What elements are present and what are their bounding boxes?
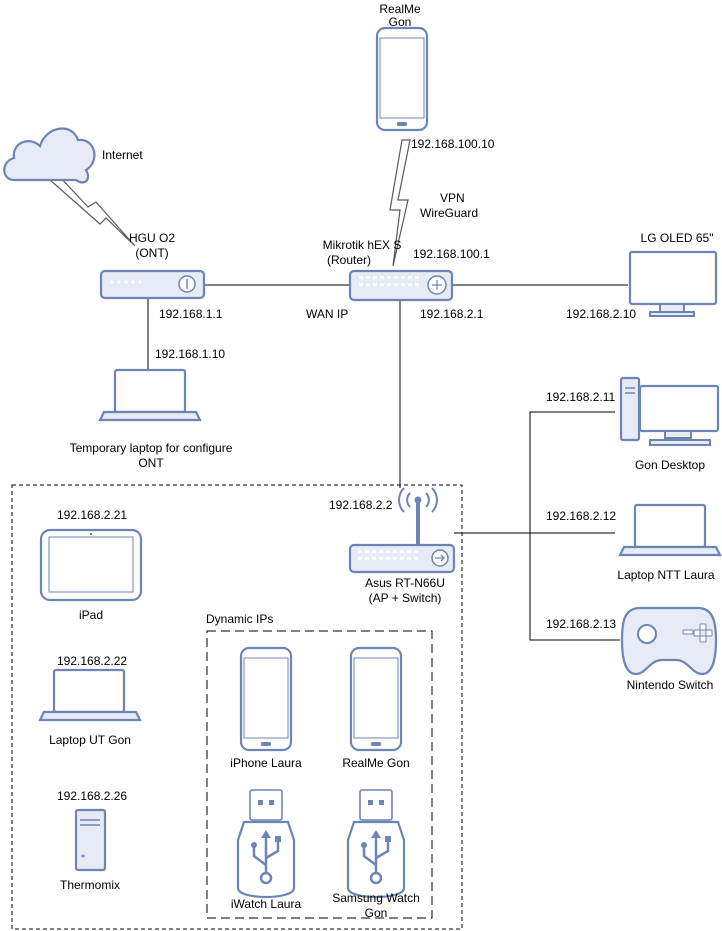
laptop-ntt-label: Laptop NTT Laura [617, 568, 714, 582]
mikrotik-name: Mikrotik hEX S [323, 238, 402, 252]
asus-name: Asus RT-N66U [365, 576, 445, 590]
laptop-icon [98, 368, 202, 422]
usb-device-icon [346, 789, 406, 898]
realme-top-owner: Gon [389, 15, 412, 29]
gon-desktop-ip: 192.168.2.11 [546, 390, 616, 404]
desktop-computer-icon [619, 376, 720, 446]
cloud-icon [3, 127, 96, 184]
tv-monitor-icon [628, 250, 718, 317]
temp-laptop-name-2: ONT [138, 456, 164, 470]
temp-laptop-ip: 192.168.1.10 [155, 347, 225, 361]
iphone-laura-label: iPhone Laura [230, 756, 302, 770]
samsung-watch-owner: Gon [365, 906, 388, 920]
gon-desktop-label: Gon Desktop [635, 458, 705, 472]
vpn-label: VPN [440, 191, 465, 205]
nintendo-label: Nintendo Switch [627, 678, 714, 692]
router-lan-ip: 192.168.2.1 [420, 307, 484, 321]
tablet-icon [39, 528, 143, 602]
realme-gon-label: RealMe Gon [342, 756, 409, 770]
router-vpn-ip: 192.168.100.1 [413, 247, 490, 261]
lan-group-box [11, 484, 463, 930]
vpn-lightning-icon [389, 139, 411, 267]
wan-lightning-icon [48, 174, 136, 247]
router-device-icon [348, 269, 454, 302]
iwatch-laura-label: iWatch Laura [231, 897, 302, 911]
laptop-ntt-ip: 192.168.2.12 [546, 509, 616, 523]
laptop-icon [618, 503, 722, 557]
ont-device-icon [99, 269, 206, 300]
ipad-ip: 192.168.2.21 [57, 508, 127, 522]
hgu-ip: 192.168.1.1 [159, 307, 223, 321]
asus-role: (AP + Switch) [369, 591, 442, 605]
realme-top-name: RealMe [379, 2, 421, 16]
lg-oled-ip: 192.168.2.10 [566, 307, 636, 321]
thermomix-label: Thermomix [60, 878, 120, 892]
phone-icon [239, 646, 293, 752]
thermomix-ip: 192.168.2.26 [57, 789, 127, 803]
laptop-ut-label: Laptop UT Gon [49, 733, 131, 747]
lg-oled-label: LG OLED 65" [641, 231, 714, 245]
mikrotik-role: (Router) [327, 253, 371, 267]
thermomix-icon [74, 808, 107, 872]
gamepad-icon [620, 606, 718, 676]
hgu-name: HGU O2 [129, 231, 175, 245]
hgu-type: (ONT) [135, 246, 168, 260]
ipad-label: iPad [79, 608, 103, 622]
nintendo-ip: 192.168.2.13 [546, 617, 616, 631]
samsung-watch-name: Samsung Watch [332, 891, 420, 905]
access-point-icon [348, 487, 456, 574]
laptop-icon [38, 668, 142, 722]
link-switch-bus [529, 411, 620, 641]
phone-icon [375, 26, 429, 132]
wan-ip-label: WAN IP [306, 307, 348, 321]
realme-vpn-ip: 192.168.100.10 [411, 137, 495, 151]
asus-ip: 192.168.2.2 [329, 498, 393, 512]
internet-label: Internet [102, 148, 143, 162]
dynamic-ips-label: Dynamic IPs [206, 612, 273, 626]
vpn-protocol-label: WireGuard [420, 206, 478, 220]
dynamic-ips-box [206, 630, 433, 919]
temp-laptop-name: Temporary laptop for configure [70, 441, 233, 455]
phone-icon [349, 646, 403, 752]
laptop-ut-ip: 192.168.2.22 [57, 654, 127, 668]
usb-device-icon [236, 789, 296, 898]
